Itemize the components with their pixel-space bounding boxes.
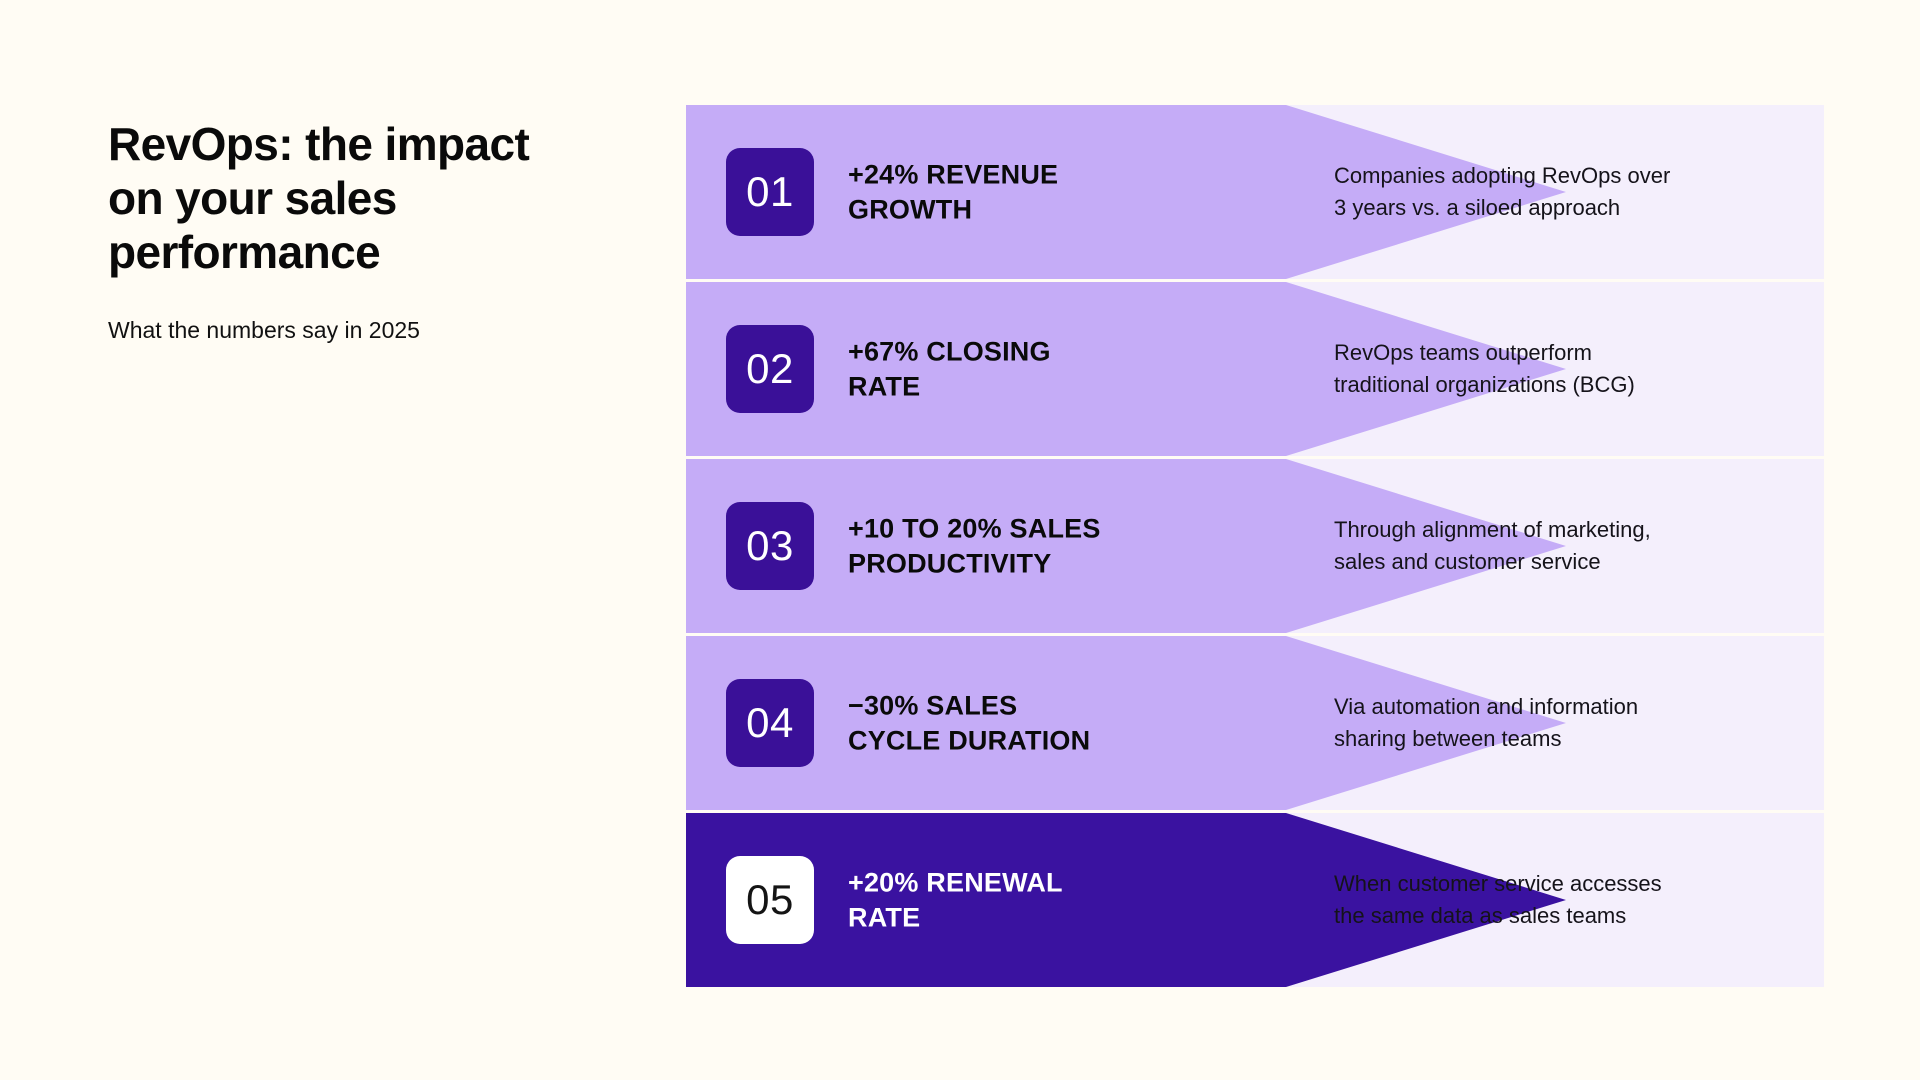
step-number-badge: 02: [726, 325, 814, 413]
stat-description: Through alignment of marketing, sales an…: [1334, 517, 1651, 574]
step-number-badge: 03: [726, 502, 814, 590]
stat-metric-label: +24% REVENUE GROWTH: [848, 159, 1059, 224]
stat-metric-label: −30% SALES CYCLE DURATION: [848, 690, 1091, 755]
stat-row: 05 +20% RENEWAL RATE When customer servi…: [686, 813, 1824, 987]
stat-description: Companies adopting RevOps over 3 years v…: [1334, 163, 1671, 220]
stat-description: When customer service accesses the same …: [1334, 871, 1662, 928]
step-number-badge: 05: [726, 856, 814, 944]
stat-description: Via automation and information sharing b…: [1334, 694, 1639, 751]
step-number-badge: 01: [726, 148, 814, 236]
stat-row: 04 −30% SALES CYCLE DURATION Via automat…: [686, 636, 1824, 810]
stat-rows-list: 01 +24% REVENUE GROWTH Companies adoptin…: [686, 105, 1824, 987]
page-subtitle: What the numbers say in 2025: [108, 317, 420, 344]
step-number-badge: 04: [726, 679, 814, 767]
page-title: RevOps: the impact on your sales perform…: [108, 118, 530, 278]
stat-row: 03 +10 TO 20% SALES PRODUCTIVITY Through…: [686, 459, 1824, 633]
intro-block: RevOps: the impact on your sales perform…: [108, 118, 538, 346]
stat-metric-label: +10 TO 20% SALES PRODUCTIVITY: [848, 513, 1101, 578]
stat-metric-label: +67% CLOSING RATE: [848, 336, 1051, 401]
stat-row: 02 +67% CLOSING RATE RevOps teams outper…: [686, 282, 1824, 456]
stat-metric-label: +20% RENEWAL RATE: [848, 867, 1063, 932]
stat-row: 01 +24% REVENUE GROWTH Companies adoptin…: [686, 105, 1824, 279]
stat-description: RevOps teams outperform traditional orga…: [1334, 340, 1635, 397]
